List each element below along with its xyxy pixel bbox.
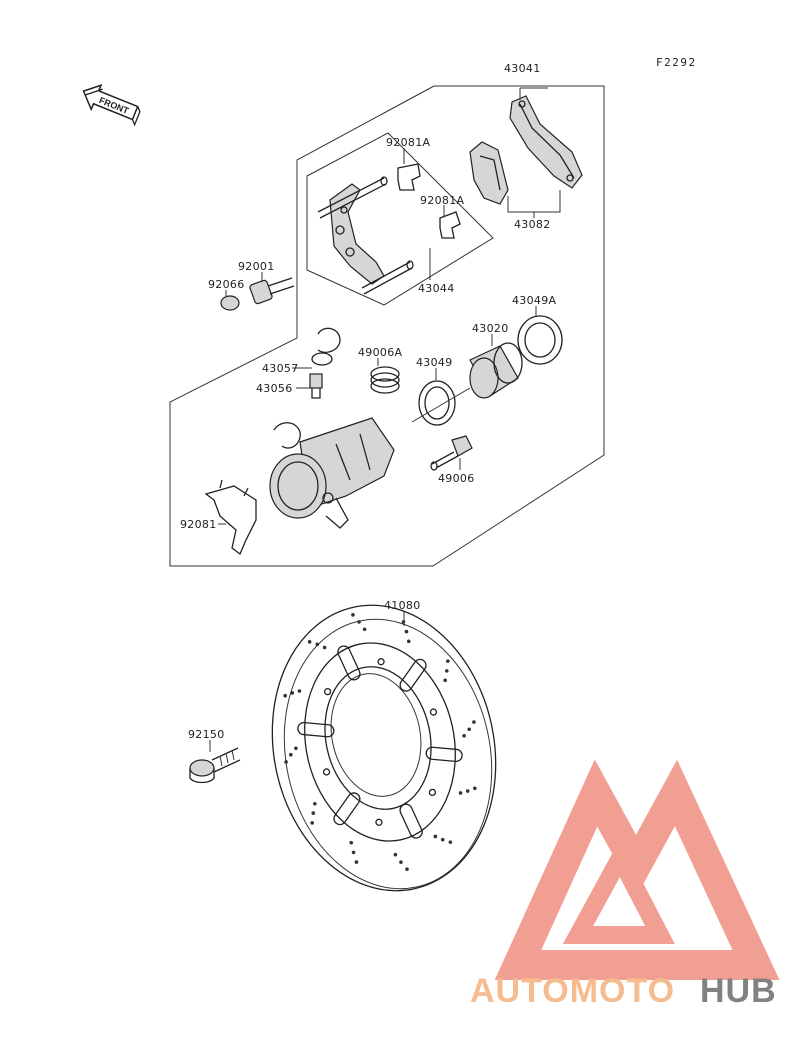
part-label-49006A: 49006A — [358, 346, 402, 359]
part-label-43056: 43056 — [256, 382, 293, 395]
part-label-43057: 43057 — [262, 362, 299, 375]
disc-slot — [337, 645, 361, 681]
brake-disc-41080 — [271, 604, 497, 892]
disc-drill-hole — [467, 727, 471, 732]
logo-text-hub: HUB — [700, 972, 777, 1010]
disc-drill-hole — [446, 659, 450, 663]
disc-drill-hole — [351, 613, 355, 617]
disc-drill-hole — [283, 693, 287, 698]
disc-drill-hole — [433, 834, 438, 839]
disc-drill-hole — [310, 821, 314, 825]
brake-pad-set — [469, 95, 583, 205]
disc-drill-hole — [406, 639, 411, 644]
disc-drill-hole — [458, 791, 463, 795]
disc-drill-hole — [399, 860, 403, 864]
disc-drill-hole — [297, 689, 302, 693]
disc-drill-hole — [462, 733, 466, 738]
disc-drill-hole — [448, 840, 453, 844]
disc-drill-hole — [351, 850, 356, 855]
disc-drill-hole — [473, 786, 477, 791]
part-label-92081: 92081 — [180, 518, 217, 531]
part-label-41080: 41080 — [384, 599, 421, 612]
disc-drill-hole — [440, 837, 445, 842]
bleeder-cap-43057 — [311, 327, 341, 366]
part-label-43049: 43049 — [416, 356, 453, 369]
disc-slot — [399, 658, 427, 692]
disc-drill-hole — [311, 811, 316, 815]
part-label-92066: 92066 — [208, 278, 245, 291]
bolt-92001 — [249, 277, 295, 305]
disc-mount-hole — [428, 788, 437, 797]
piston-seal-43049 — [418, 380, 456, 426]
part-label-92081A-top: 92081A — [386, 136, 430, 149]
disc-slot — [425, 746, 463, 763]
pin-bolt-49006 — [430, 435, 473, 471]
disc-mount-hole — [323, 687, 332, 696]
pad-spring-92081 — [204, 479, 257, 556]
disc-slot — [333, 792, 361, 826]
part-label-43041: 43041 — [504, 62, 541, 75]
piston-43020 — [469, 342, 523, 399]
automotohub-logo: AUTOMOTO HUB — [470, 759, 780, 1010]
disc-mount-hole — [429, 708, 438, 716]
disc-drill-hole — [357, 620, 361, 624]
pad-spring-clip-lower — [439, 211, 461, 239]
pad-spring-clip-upper — [397, 163, 421, 191]
front-arrow-icon: FRONT — [82, 84, 141, 127]
part-label-43082: 43082 — [514, 218, 551, 231]
part-labels: 43041 92081A 92081A 43082 92001 92066 43… — [180, 62, 556, 741]
assembly-frame — [169, 85, 605, 567]
disc-drill-hole — [393, 852, 398, 857]
part-label-92081A-mid: 92081A — [420, 194, 464, 207]
logo-text-automoto: AUTOMOTO — [470, 972, 675, 1010]
part-label-43049A: 43049A — [512, 294, 556, 307]
figure-code: F2292 — [656, 56, 697, 69]
disc-drill-hole — [315, 642, 320, 647]
disc-bolt-92150 — [189, 747, 241, 784]
disc-mount-hole — [322, 768, 331, 776]
disc-drill-hole — [404, 629, 409, 634]
caliper-bracket — [317, 176, 414, 295]
disc-drill-hole — [284, 760, 288, 764]
part-label-92001: 92001 — [238, 260, 275, 273]
rubber-cap-92066 — [220, 295, 240, 311]
disc-drill-hole — [322, 645, 327, 650]
disc-drill-hole — [443, 678, 447, 683]
disc-drill-hole — [362, 627, 367, 632]
disc-drill-hole — [444, 669, 449, 673]
caliper-body — [269, 417, 395, 529]
disc-slot — [399, 803, 423, 839]
disc-drill-hole — [465, 789, 470, 793]
disc-slot — [297, 721, 335, 738]
disc-drill-hole — [307, 640, 312, 644]
disc-drill-hole — [294, 746, 298, 751]
disc-mount-hole — [377, 658, 385, 666]
disc-drill-hole — [290, 691, 295, 695]
bracket-frame — [306, 132, 494, 306]
part-label-49006: 49006 — [438, 472, 475, 485]
part-label-43020: 43020 — [472, 322, 509, 335]
disc-drill-hole — [472, 720, 476, 724]
disc-drill-hole — [349, 840, 354, 845]
part-label-43044: 43044 — [418, 282, 455, 295]
bleed-valve-43056 — [309, 373, 323, 399]
dust-seal-43049A — [517, 315, 563, 365]
disc-drill-hole — [313, 801, 317, 806]
disc-mount-hole — [375, 818, 383, 826]
spring-49006A — [370, 366, 400, 394]
part-label-92150: 92150 — [188, 728, 225, 741]
disc-drill-hole — [405, 867, 409, 871]
disc-drill-hole — [289, 752, 293, 757]
disc-drill-hole — [354, 860, 359, 864]
